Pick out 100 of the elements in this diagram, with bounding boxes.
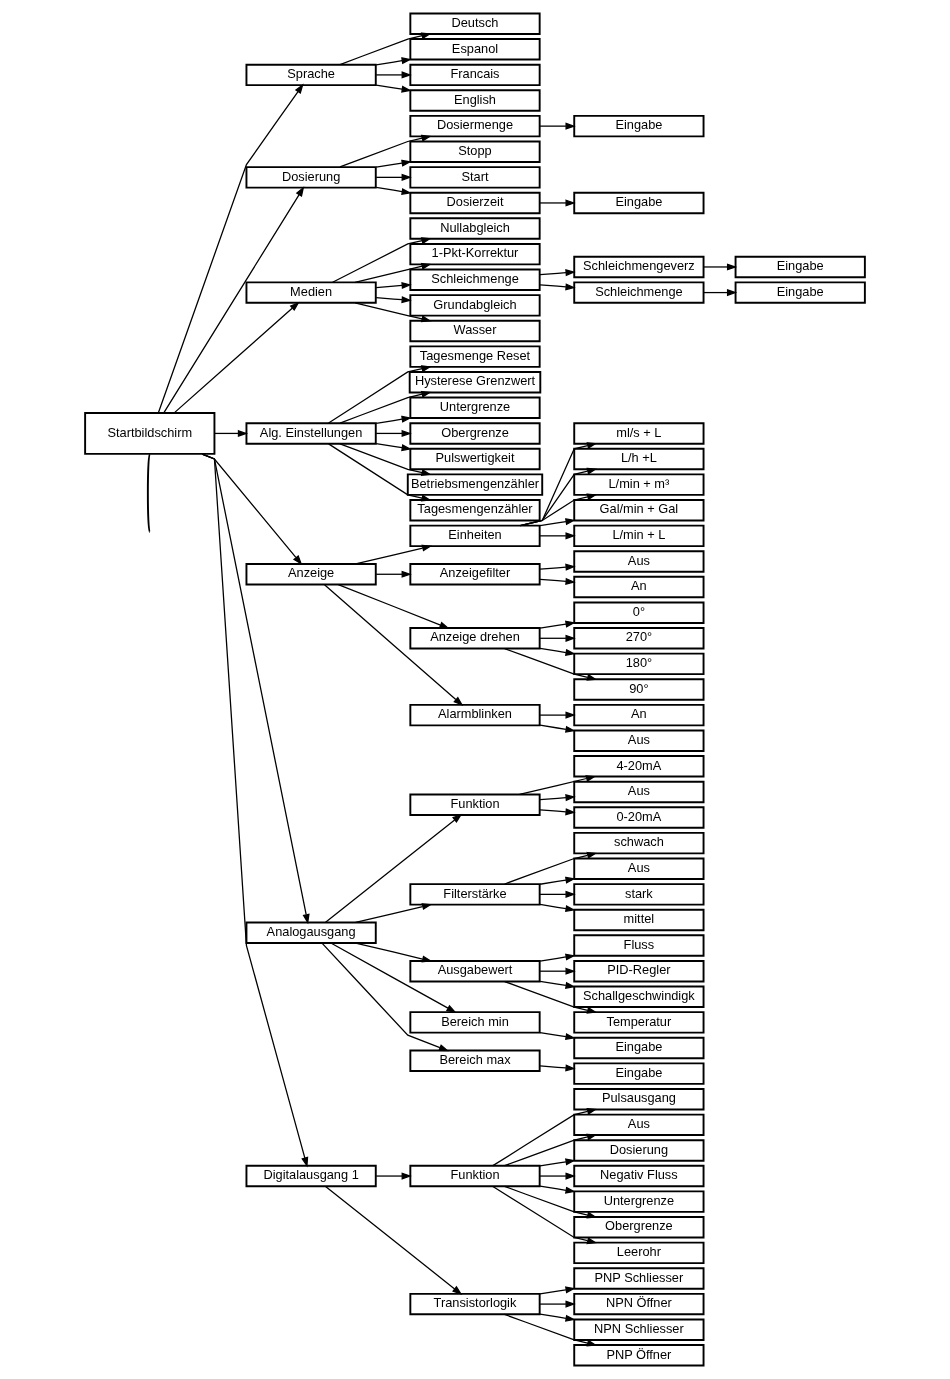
node-box: Dosierung [245, 166, 377, 189]
arrow [504, 1185, 598, 1219]
arrow [519, 467, 598, 527]
node-box: Schallgeschwindigk [573, 985, 705, 1008]
arrow [355, 544, 433, 565]
arrow [539, 808, 576, 816]
node-box: Anzeige drehen [409, 627, 541, 650]
node-box: 0° [573, 601, 705, 624]
arrow [339, 134, 432, 168]
arrow [323, 584, 464, 707]
node-box: Digitalausgang 1 [245, 1164, 377, 1188]
node-box: 4-20mA [573, 755, 705, 778]
arrow [539, 903, 576, 913]
node-box: Nullabgleich [409, 217, 541, 240]
arrow [539, 634, 576, 642]
arrow [339, 443, 432, 476]
node-box: 0-20mA [573, 806, 705, 829]
node-box: Aus [573, 729, 705, 752]
node-box: Schleichmenge [409, 268, 541, 291]
arrow [539, 876, 576, 885]
node-box: Aus [573, 780, 705, 804]
node-box: Pulswertigkeit [409, 447, 541, 471]
arrow [519, 442, 598, 527]
node-box: Bereich max [409, 1049, 541, 1072]
arrow [504, 980, 598, 1014]
arrow [375, 71, 412, 79]
node-box: L/h +L [573, 447, 705, 471]
arrow [375, 281, 412, 290]
arrow [539, 577, 576, 585]
arrow [321, 942, 450, 1052]
node-box: Aus [573, 857, 705, 880]
arrow [327, 365, 432, 424]
node-box: Eingabe [573, 1062, 705, 1085]
node-box: Untergrenze [409, 396, 541, 419]
arrow [539, 647, 576, 656]
arrow [201, 453, 309, 1168]
node-box: Dosiermenge [409, 114, 541, 138]
arrow [539, 711, 576, 719]
node-box: Dosierzeit [409, 191, 541, 215]
arrow [539, 1185, 576, 1194]
arrow [539, 122, 576, 130]
arrow [539, 563, 576, 571]
arrow [539, 1286, 576, 1295]
arrow [518, 775, 597, 796]
node-box: Eingabe [573, 1036, 705, 1060]
node-box: Anzeige [245, 563, 377, 586]
node-box: Anzeigefilter [409, 563, 541, 586]
arrow [324, 1185, 463, 1296]
arrow [157, 83, 304, 414]
node-box: Espanol [409, 38, 541, 61]
arrow [375, 429, 412, 437]
arrow [375, 1172, 412, 1180]
arrow [703, 289, 738, 297]
arrow [539, 1064, 576, 1072]
arrow [354, 302, 432, 323]
connector [146, 452, 151, 533]
node-box: Temperatur [573, 1011, 705, 1034]
node-box: NPN Öffner [573, 1292, 705, 1316]
node-box: Gal/min + Gal [573, 499, 705, 522]
node-box: schwach [573, 831, 705, 855]
arrow [539, 269, 576, 277]
arrow [539, 967, 576, 975]
arrow [332, 237, 432, 283]
node-box: mittel [573, 908, 705, 932]
node-box: Leerohr [573, 1241, 705, 1265]
arrow [539, 980, 576, 989]
arrow [324, 813, 463, 923]
node-box: English [409, 89, 541, 112]
node-box: Deutsch [409, 12, 541, 35]
node-box: Sprache [245, 63, 377, 87]
arrow [703, 263, 738, 271]
node-box: Wasser [409, 319, 541, 343]
node-box: Untergrenze [573, 1190, 705, 1213]
node-box: Aus [573, 1113, 705, 1137]
arrow [504, 851, 598, 885]
node-box: Alg. Einstellungen [245, 422, 377, 445]
arrow [327, 443, 432, 502]
node-box: ml/s + L [573, 422, 705, 445]
node-box: Tagesmengenzähler [409, 499, 541, 522]
node-box: Eingabe [573, 114, 705, 138]
node-box: 270° [573, 627, 705, 650]
node-box: Start [409, 166, 541, 189]
arrow [173, 301, 300, 414]
node-box: 180° [573, 652, 705, 676]
node-box: 90° [573, 678, 705, 701]
node-box: Alarmblinken [409, 703, 541, 727]
node-box: L/min + L [573, 524, 705, 548]
node-box: Betriebsmengenzähler [406, 473, 544, 496]
node-box: stark [573, 883, 705, 906]
node-box: Ausgabewert [409, 960, 541, 983]
arrow [375, 415, 412, 424]
arrow [519, 493, 598, 527]
node-box: Bereich min [409, 1011, 541, 1034]
node-box: Stopp [409, 140, 541, 163]
arrow [539, 953, 576, 962]
arrow [539, 283, 576, 291]
arrow [539, 620, 576, 629]
arrow [355, 942, 433, 963]
node-box: An [573, 703, 705, 727]
arrow [339, 32, 432, 66]
